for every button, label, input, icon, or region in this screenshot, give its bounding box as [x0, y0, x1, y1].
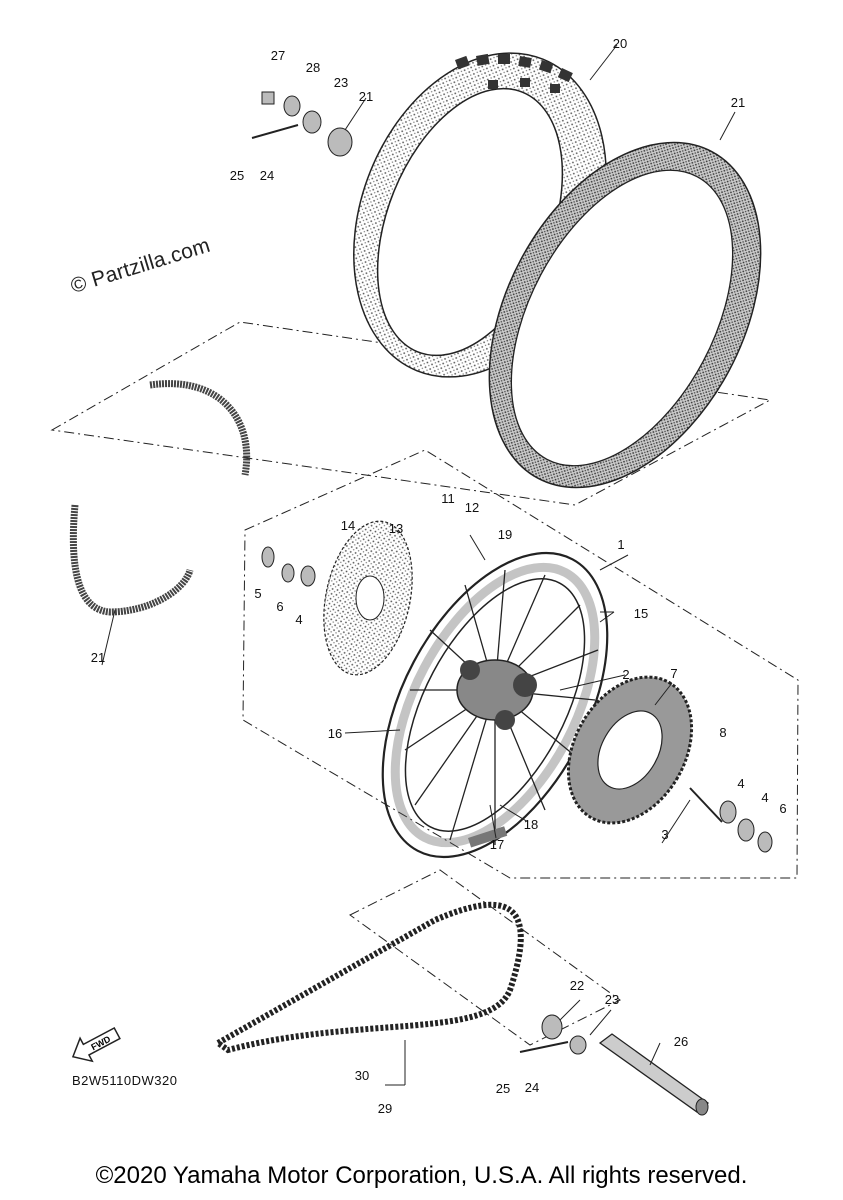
- rim-band: [69, 380, 251, 616]
- callout-23: 23: [334, 75, 348, 90]
- nut-27: [261, 91, 275, 105]
- callout-19: 21: [731, 95, 745, 110]
- callout-22: 23: [605, 992, 619, 1007]
- adjuster-23: [302, 110, 322, 134]
- brake-disc: [323, 520, 413, 676]
- callout-5-left: 5: [254, 586, 261, 601]
- callout-21-bottom: 22: [570, 978, 584, 993]
- rear-sprocket: [566, 675, 694, 825]
- fwd-arrow-icon: FWD: [71, 1026, 121, 1063]
- callout-25-bottom: 25: [496, 1081, 510, 1096]
- callout-8: 8: [719, 725, 726, 740]
- callout-4-right-b: 4: [761, 790, 768, 805]
- callout-21-top: 21: [359, 89, 373, 104]
- callout-30: 30: [355, 1068, 369, 1083]
- chain-group-outline: [349, 869, 621, 1046]
- callout-3: 3: [661, 827, 668, 842]
- bearing-4-left: [300, 565, 316, 587]
- callout-24-bottom: 24: [525, 1080, 539, 1095]
- callout-29: 29: [378, 1101, 392, 1116]
- callout-4-right-a: 4: [737, 776, 744, 791]
- callout-26: 26: [674, 1034, 688, 1049]
- copyright-notice: ©2020 Yamaha Motor Corporation, U.S.A. A…: [95, 1162, 748, 1189]
- callout-5-right: 6: [779, 801, 786, 816]
- collar-21-bottom: [541, 1014, 563, 1040]
- spacer-3: [689, 787, 723, 823]
- callout-labels: 20 21 27 28 23 21 25 24 11 12 19 1 14 13…: [91, 36, 787, 1116]
- callout-25-top: 25: [230, 168, 244, 183]
- callout-14: 16: [328, 726, 342, 741]
- bolt-24-bottom: [519, 1041, 569, 1053]
- collar-28: [283, 95, 301, 117]
- callout-28: 28: [306, 60, 320, 75]
- callout-24-top: 24: [260, 168, 274, 183]
- rear-wheel: [381, 551, 609, 859]
- callout-16: 18: [524, 817, 538, 832]
- adjuster-22: [569, 1035, 587, 1055]
- callout-10: 12: [465, 500, 479, 515]
- rear-axle: [598, 1033, 710, 1116]
- callout-1: 1: [617, 537, 624, 552]
- callout-17: 19: [498, 527, 512, 542]
- collar-6: [281, 563, 295, 583]
- oil-seal-5-left: [261, 546, 275, 568]
- drawing-code: B2W5110DW320: [72, 1073, 178, 1088]
- bearing-4-right-a: [719, 800, 737, 824]
- callout-6: 6: [276, 599, 283, 614]
- inner-tube: [488, 141, 762, 489]
- callout-12: 14: [341, 518, 355, 533]
- collar-21-top: [327, 127, 353, 157]
- tire-group-outline: [50, 321, 772, 506]
- callout-7: 7: [670, 666, 677, 681]
- callout-20: 21: [91, 650, 105, 665]
- callout-13: 15: [634, 606, 648, 621]
- callout-15: 17: [490, 837, 504, 852]
- callout-2: 2: [622, 667, 629, 682]
- bearing-4-right-b: [737, 818, 755, 842]
- callout-4-left: 4: [295, 612, 302, 627]
- callout-18: 20: [613, 36, 627, 51]
- callout-27: 27: [271, 48, 285, 63]
- callout-9: 11: [441, 491, 455, 506]
- drive-chain: [212, 901, 524, 1054]
- oil-seal-5-right: [757, 831, 773, 853]
- bolt-24-top: [251, 124, 299, 139]
- callout-11: 13: [389, 521, 403, 536]
